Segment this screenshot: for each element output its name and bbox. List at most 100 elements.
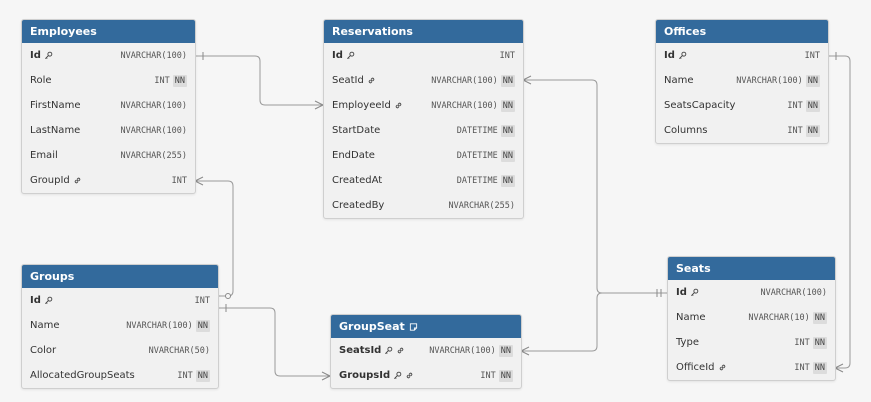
column-name: AllocatedGroupSeats bbox=[30, 370, 135, 381]
column-type-cell: NVARCHAR(100)NN bbox=[431, 99, 515, 112]
column-name: Name bbox=[30, 320, 60, 331]
column-type: INT bbox=[794, 337, 810, 348]
connector-reservations-seats bbox=[523, 79, 667, 294]
not-null-badge: NN bbox=[805, 124, 820, 137]
column-name: FirstName bbox=[30, 100, 81, 111]
column-type: NVARCHAR(100) bbox=[431, 100, 498, 111]
key-icon bbox=[44, 296, 53, 305]
column-name-cell: Type bbox=[676, 337, 794, 348]
link-icon bbox=[396, 346, 405, 355]
column-name-cell: Name bbox=[676, 312, 748, 323]
column-row[interactable]: GroupId INT bbox=[22, 168, 195, 193]
table-title: Reservations bbox=[332, 25, 413, 38]
column-type-cell: NVARCHAR(100) bbox=[120, 101, 187, 111]
column-row[interactable]: Name NVARCHAR(10)NN bbox=[668, 305, 835, 330]
column-name-cell: Role bbox=[30, 75, 154, 86]
column-type: DATETIME bbox=[456, 175, 498, 186]
column-name: GroupId bbox=[30, 175, 70, 186]
table-reservations-header[interactable]: Reservations bbox=[324, 20, 523, 43]
column-name: Role bbox=[30, 75, 52, 86]
column-name: Id bbox=[30, 50, 41, 61]
column-row[interactable]: FirstName NVARCHAR(100) bbox=[22, 93, 195, 118]
table-employees-header[interactable]: Employees bbox=[22, 20, 195, 43]
column-type-cell: NVARCHAR(100) bbox=[760, 288, 827, 298]
column-type-cell: INT bbox=[172, 176, 187, 186]
column-type: INT bbox=[171, 175, 187, 186]
column-row[interactable]: LastName NVARCHAR(100) bbox=[22, 118, 195, 143]
column-name-cell: OfficeId bbox=[676, 362, 794, 373]
column-type: NVARCHAR(100) bbox=[429, 345, 496, 356]
column-type: NVARCHAR(10) bbox=[748, 312, 810, 323]
key-icon bbox=[678, 51, 687, 60]
not-null-badge: NN bbox=[812, 311, 827, 324]
link-icon bbox=[405, 371, 414, 380]
column-name: Email bbox=[30, 150, 58, 161]
column-type: INT bbox=[480, 370, 496, 381]
column-type: INT bbox=[499, 50, 515, 61]
table-groups-header[interactable]: Groups bbox=[22, 265, 218, 288]
column-name-cell: EndDate bbox=[332, 150, 457, 161]
column-name-cell: LastName bbox=[30, 125, 120, 136]
table-groupseat-header[interactable]: GroupSeat bbox=[331, 315, 521, 338]
column-type: NVARCHAR(100) bbox=[736, 75, 803, 86]
not-null-badge: NN bbox=[500, 99, 515, 112]
column-name: Name bbox=[676, 312, 706, 323]
column-name: CreatedAt bbox=[332, 175, 383, 186]
column-name: SeatId bbox=[332, 75, 364, 86]
column-type: NVARCHAR(50) bbox=[148, 345, 210, 356]
column-type-cell: NVARCHAR(100) bbox=[120, 126, 187, 136]
column-name-cell: Id bbox=[30, 295, 195, 306]
table-offices-header[interactable]: Offices bbox=[656, 20, 828, 43]
column-type: NVARCHAR(100) bbox=[760, 287, 827, 298]
connector-groups-groupseat bbox=[218, 307, 330, 377]
note-icon[interactable] bbox=[409, 322, 418, 331]
column-name-cell: Columns bbox=[664, 125, 787, 136]
column-type-cell: INT bbox=[195, 296, 210, 306]
key-icon bbox=[44, 51, 53, 60]
table-title: GroupSeat bbox=[339, 320, 405, 333]
table-title: Seats bbox=[676, 262, 711, 275]
table-seats-header[interactable]: Seats bbox=[668, 257, 835, 280]
column-name: LastName bbox=[30, 125, 81, 136]
column-name-cell: GroupsId bbox=[339, 370, 480, 381]
key-icon bbox=[393, 371, 402, 380]
column-type-cell: INT bbox=[500, 51, 515, 61]
column-type: INT bbox=[177, 370, 193, 381]
column-name: Type bbox=[676, 337, 699, 348]
column-name-cell: SeatsId bbox=[339, 345, 429, 356]
column-name: Id bbox=[664, 50, 675, 61]
